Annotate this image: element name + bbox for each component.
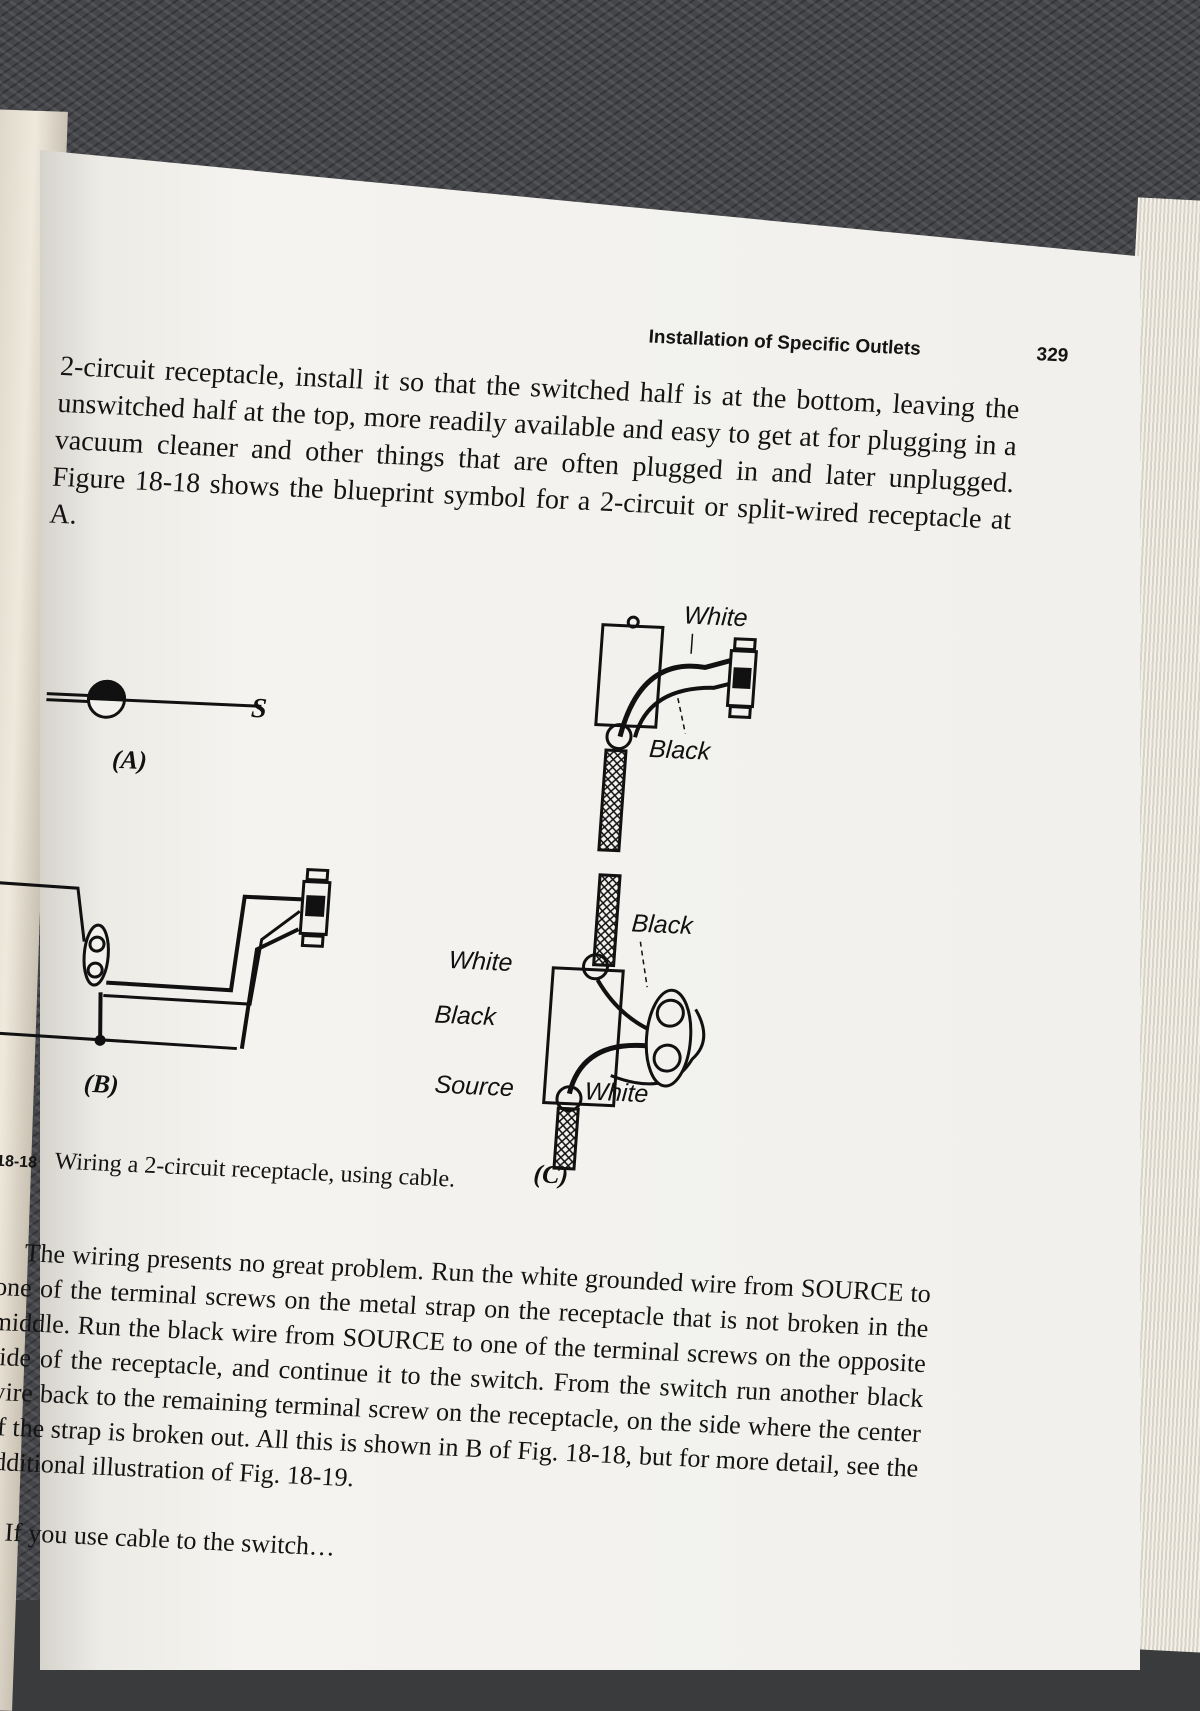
label-white-bottom: White bbox=[584, 1077, 650, 1108]
label-c: (C) bbox=[533, 1159, 570, 1190]
page-content: Installation of Specific Outlets 329 2-c… bbox=[0, 300, 1074, 1633]
paragraph-1: 2-circuit receptacle, install it so that… bbox=[48, 350, 1021, 537]
label-a: (A) bbox=[111, 745, 148, 776]
page-number: 329 bbox=[1035, 344, 1069, 367]
label-black-right: Black bbox=[631, 909, 696, 940]
book-page bbox=[40, 150, 1140, 1670]
paragraph-3: If you use cable to the switch… bbox=[3, 1517, 337, 1562]
label-black-top: Black bbox=[648, 735, 713, 766]
paragraph-2: The wiring presents no great problem. Ru… bbox=[0, 1238, 932, 1493]
label-white-top: White bbox=[683, 601, 749, 632]
outlet-box-c-top bbox=[594, 615, 758, 853]
figure-number: Fig. 18-18 bbox=[0, 1151, 38, 1172]
figure-18-18: S (A) (B) (C) White Black Black White Bl… bbox=[0, 601, 758, 1190]
outlet-box-c-bottom bbox=[542, 873, 706, 1171]
blueprint-symbol-a bbox=[46, 679, 262, 719]
label-b: (B) bbox=[83, 1069, 120, 1100]
wiring-diagram-b bbox=[0, 868, 332, 1051]
label-black-left: Black bbox=[434, 1001, 499, 1032]
label-s: S bbox=[250, 693, 268, 725]
label-white-left: White bbox=[448, 946, 514, 977]
label-source: Source bbox=[434, 1071, 515, 1103]
